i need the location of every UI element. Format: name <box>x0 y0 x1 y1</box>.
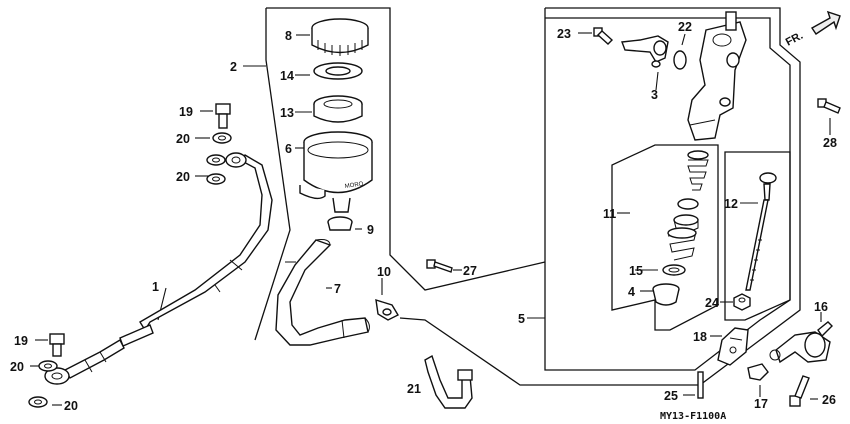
reservoir-cap <box>311 18 369 56</box>
hose-clip-9 <box>327 216 353 231</box>
callout-25: 25 <box>664 389 678 403</box>
group-frames <box>254 7 801 386</box>
clip-10 <box>375 299 399 321</box>
callout-3: 3 <box>651 88 658 102</box>
callout-12: 12 <box>724 197 738 211</box>
callout-19-bottom: 19 <box>14 334 28 348</box>
callout-21: 21 <box>407 382 421 396</box>
callout-17: 17 <box>754 397 768 411</box>
svg-text:MORO: MORO <box>344 181 364 190</box>
callout-8: 8 <box>285 29 292 43</box>
banjo-bolt-19-top <box>215 103 231 129</box>
diagram-code: MY13-F1100A <box>660 411 726 422</box>
spring-seat <box>673 198 699 232</box>
bolt-26 <box>789 375 810 407</box>
callout-23: 23 <box>557 27 571 41</box>
callout-2: 2 <box>230 60 237 74</box>
hose-joint-3 <box>621 35 669 68</box>
return-spring <box>687 150 709 191</box>
reservoir-frame-left <box>254 8 291 341</box>
clutch-hose <box>44 152 273 385</box>
callout-28: 28 <box>823 136 837 150</box>
master-cylinder-frame <box>399 7 801 386</box>
callout-24: 24 <box>705 296 719 310</box>
washer-20-e <box>28 396 48 408</box>
callout-14: 14 <box>280 69 294 83</box>
callout-20-d: 20 <box>64 399 78 413</box>
cup-15 <box>662 264 686 276</box>
reservoir-body: MORO <box>299 131 373 213</box>
o-ring-22 <box>673 50 687 70</box>
piston-kit-frame <box>611 144 719 331</box>
callout-26: 26 <box>822 393 836 407</box>
joint-16 <box>769 321 833 364</box>
callout-15: 15 <box>629 264 643 278</box>
callout-1: 1 <box>152 280 159 294</box>
cap-plate <box>313 62 363 80</box>
reservoir-frame <box>266 7 546 291</box>
callout-10: 10 <box>377 265 391 279</box>
clamp-21 <box>424 354 473 409</box>
pushrod-frame <box>724 151 791 321</box>
washer-20-c <box>206 173 226 185</box>
clevis-18 <box>717 327 749 366</box>
callout-4: 4 <box>628 285 635 299</box>
callout-22: 22 <box>678 20 692 34</box>
callout-16: 16 <box>814 300 828 314</box>
callout-6: 6 <box>285 142 292 156</box>
diaphragm <box>313 95 363 123</box>
bolt-27 <box>426 259 453 273</box>
callout-7: 7 <box>334 282 341 296</box>
callout-19-top: 19 <box>179 105 193 119</box>
callout-13: 13 <box>280 106 294 120</box>
callout-20-a: 20 <box>176 132 190 146</box>
nut-24 <box>733 293 751 311</box>
dust-boot-4 <box>652 283 680 306</box>
washer-20-a <box>212 132 232 144</box>
front-direction-arrow: FR. <box>784 10 841 49</box>
washer-20-d <box>38 360 58 372</box>
callout-9: 9 <box>367 223 374 237</box>
direction-label: FR. <box>784 30 805 49</box>
washer-20-b <box>206 154 226 166</box>
reservoir-hose <box>275 239 370 346</box>
bolt-28 <box>817 98 841 114</box>
callout-18: 18 <box>693 330 707 344</box>
callout-11: 11 <box>603 207 616 221</box>
callout-20-b: 20 <box>176 170 190 184</box>
callout-27: 27 <box>463 264 477 278</box>
cotter-17 <box>747 363 769 381</box>
callout-20-c: 20 <box>10 360 24 374</box>
master-cylinder-body <box>687 11 747 141</box>
callout-numbers: 1 2 3 4 5 6 7 8 9 10 11 12 13 14 15 16 1… <box>10 20 837 413</box>
callout-5: 5 <box>518 312 525 326</box>
banjo-bolt-19-bottom <box>49 333 65 357</box>
pushrod-12 <box>745 172 777 291</box>
bolt-23 <box>593 27 614 45</box>
piston <box>667 227 697 261</box>
pin-25 <box>697 371 704 399</box>
